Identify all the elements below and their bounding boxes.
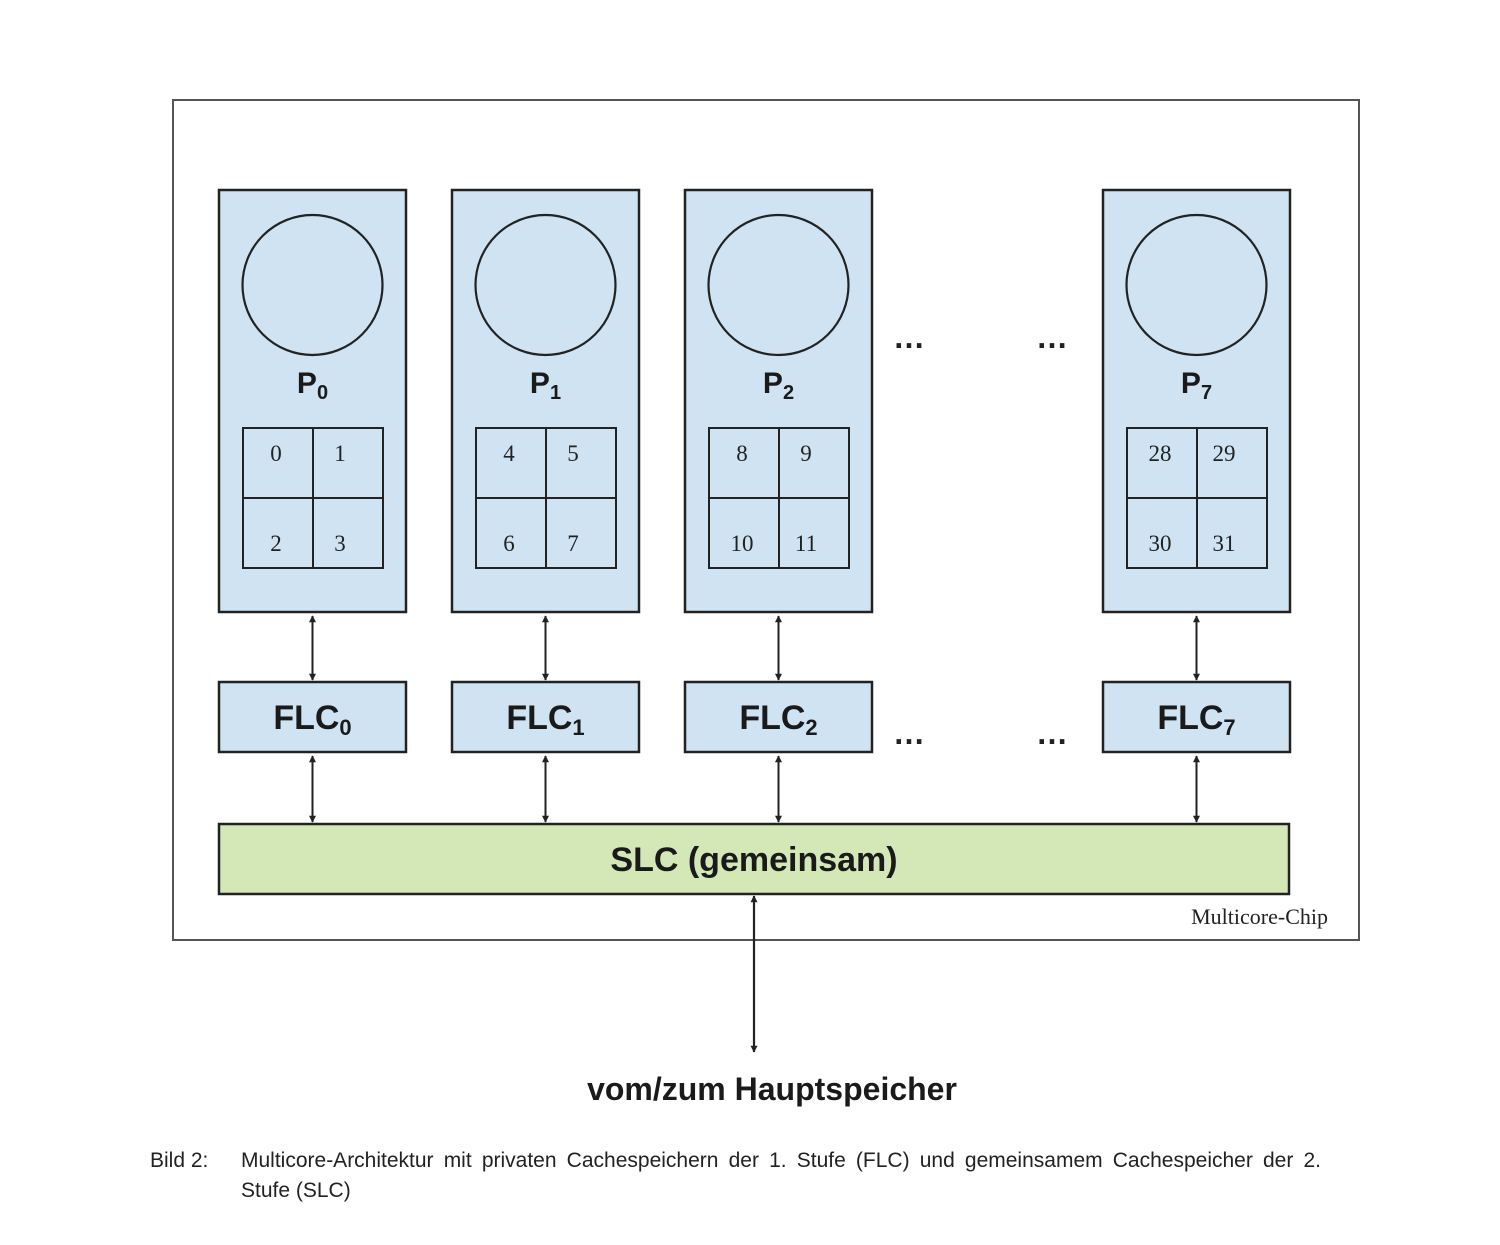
cache-cell-number: 3: [334, 531, 346, 556]
slc-box: [217, 822, 1291, 896]
flc-label: FLC7: [1157, 699, 1235, 740]
cache-cell-number: 28: [1149, 441, 1172, 466]
core-circle: [241, 213, 384, 357]
flc-box: [450, 680, 641, 754]
slc-label: SLC (gemeinsam): [610, 841, 897, 879]
ellipsis-flc-right: …: [1036, 715, 1070, 751]
cache-cell-number: 2: [270, 531, 282, 556]
processor-label-subscript: 7: [1201, 382, 1212, 404]
processor-label: P0: [297, 367, 328, 404]
processor-label-prefix: P: [763, 367, 783, 400]
flc-box: [1101, 680, 1292, 754]
processor-label-prefix: P: [1181, 367, 1201, 400]
cache-cell-number: 9: [800, 441, 812, 466]
cache-cell-number: 5: [567, 441, 579, 466]
flc-box: [683, 680, 874, 754]
processor-label-subscript: 1: [550, 382, 561, 404]
core-circle: [1125, 213, 1268, 357]
processor-label-subscript: 0: [317, 382, 328, 404]
caption-text: Multicore-Architektur mit privaten Cache…: [241, 1149, 1321, 1202]
flc-label: FLC1: [506, 699, 584, 740]
cache-cell-number: 31: [1213, 531, 1236, 556]
cache-cell-number: 1: [334, 441, 346, 466]
flc-box: [217, 680, 408, 754]
cache-cell-number: 4: [503, 441, 515, 466]
flc-label-subscript: 7: [1223, 715, 1235, 740]
flc-label-prefix: FLC: [273, 699, 339, 737]
chip-label: Multicore-Chip: [1191, 904, 1328, 929]
processor-label: P2: [763, 367, 794, 404]
cache-cell-number: 0: [270, 441, 282, 466]
caption-prefix: Bild 2:: [150, 1149, 209, 1172]
processor-label-subscript: 2: [783, 382, 794, 404]
cache-cell-number: 30: [1149, 531, 1172, 556]
core-circle: [707, 213, 850, 357]
processor-label-prefix: P: [297, 367, 317, 400]
ellipsis-flc-left: …: [893, 715, 927, 751]
processor-label: P7: [1181, 367, 1212, 404]
cache-cell-number: 11: [795, 531, 817, 556]
flc-label-prefix: FLC: [739, 699, 805, 737]
processor-label: P1: [530, 367, 561, 404]
main-memory-label: vom/zum Hauptspeicher: [587, 1071, 957, 1107]
cache-cell-number: 7: [567, 531, 579, 556]
ellipsis-processor-right: …: [1036, 319, 1070, 355]
flc-label-prefix: FLC: [506, 699, 572, 737]
flc-label-prefix: FLC: [1157, 699, 1223, 737]
flc-label-subscript: 1: [572, 715, 584, 740]
ellipsis-processor-left: …: [893, 319, 927, 355]
flc-label: FLC2: [739, 699, 817, 740]
core-circle: [474, 213, 617, 357]
cache-cell-number: 6: [503, 531, 515, 556]
cache-cell-number: 8: [736, 441, 748, 466]
flc-label-subscript: 2: [805, 715, 817, 740]
processor-label-prefix: P: [530, 367, 550, 400]
cache-cell-number: 29: [1213, 441, 1236, 466]
flc-label-subscript: 0: [339, 715, 351, 740]
cache-cell-number: 10: [731, 531, 754, 556]
flc-label: FLC0: [273, 699, 351, 740]
